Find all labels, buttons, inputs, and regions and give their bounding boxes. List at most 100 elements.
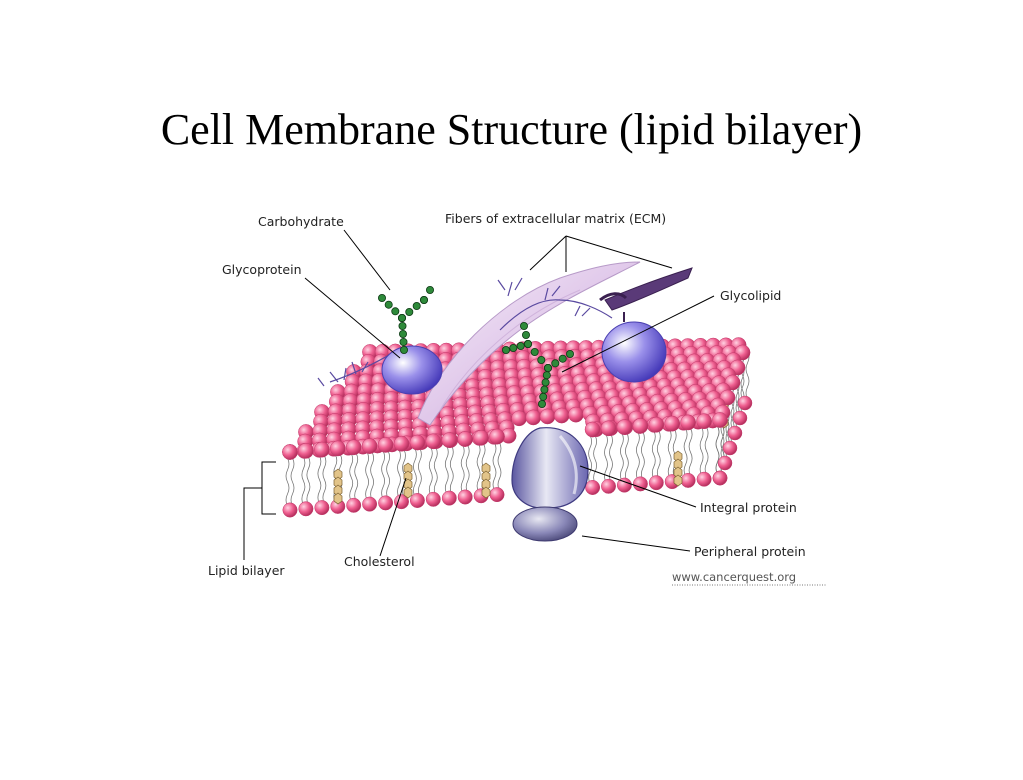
carbohydrate-bead [539,392,548,401]
phospholipid-head [600,420,617,437]
leader-lines [304,229,715,557]
lipid-tail [683,428,688,477]
lipid-tail [704,427,709,476]
cholesterol-molecule [403,462,413,499]
phospholipid-head [680,414,696,431]
phospholipid-head [616,419,633,435]
lipid-tail [651,430,656,479]
cholesterol-ring [403,486,413,499]
phospholipid-head [393,435,410,452]
phospholipid-head [664,415,681,432]
cholesterol-ring [333,468,343,481]
carbohydrate-bead [405,307,414,316]
lipid-tail [667,429,672,478]
label-lipid-bilayer: Lipid bilayer [208,563,285,578]
peripheral-protein [512,506,578,542]
lipid-tail [656,430,661,479]
carbohydrate-bead [558,354,567,363]
phospholipid-head [457,431,474,447]
lipid-tail [604,434,608,483]
phospholipid-head [394,494,409,510]
phospholipid-head [441,490,457,506]
phospholipid-head [473,429,489,446]
phospholipid-head [362,496,378,512]
lipid-tail [418,448,422,497]
cholesterol-molecule [673,450,683,487]
phospholipid-head [712,412,728,428]
cholesterol-ring [403,478,413,491]
cholesterol-molecule [481,462,491,499]
cholesterol-ring [403,462,413,475]
phospholipid-head [378,495,394,511]
phospholipid-head [722,440,738,456]
cholesterol-ring [673,474,683,487]
phospholipid-heads-lower [282,395,753,518]
phospholipid-head [489,487,505,503]
phospholipid-head [361,438,378,454]
lipid-tail [433,447,438,496]
carbohydrate-bead [542,371,551,380]
phospholipid-head [441,432,458,448]
carbohydrate-bead [541,378,550,387]
carbohydrate-chains [377,285,575,408]
lipid-tail [365,451,369,501]
phospholipid-head [511,410,527,427]
cholesterol-molecule [333,468,343,505]
lipid-tail [688,428,693,477]
lipid-tail [428,447,433,496]
lipid-tail [492,442,497,491]
carbohydrate-bead [509,343,518,352]
label-peripheral-protein: Peripheral protein [694,544,806,559]
phospholipid-head [457,489,473,505]
carbohydrate-bead [566,349,575,358]
lipid-tail [620,432,624,482]
lipid-tail [444,445,449,495]
label-glycolipid: Glycolipid [720,288,781,303]
phospholipid-head [409,493,425,508]
lipid-tail [625,432,629,482]
lipid-tail [349,453,354,502]
phospholipid-head [632,476,648,492]
label-integral-protein: Integral protein [700,500,797,515]
integral-protein [511,427,589,509]
phospholipid-head [732,410,748,426]
phospholipid-head [314,500,330,516]
lipid-tail [745,350,750,400]
phospholipid-head [298,501,314,517]
carbohydrate-bead [537,355,546,364]
lipid-tail [497,442,502,491]
phospholipid-head [425,491,441,507]
phospholipid-head [377,437,394,453]
cholesterol-ring [333,476,343,489]
lipid-tail [699,427,704,476]
cholesterol-ring [673,466,683,479]
carbohydrate-bead [398,329,407,338]
carbohydrate-bead [398,321,407,330]
lipid-tail [354,453,359,502]
phospholipid-head [696,413,712,430]
carbohydrate-bead [516,341,525,350]
phospholipid-head [737,395,753,411]
lipid-tail [636,431,640,481]
phospholipid-head [346,497,362,513]
cholesterol-ring [481,462,491,475]
phospholipid-head [648,416,665,433]
phospholipid-head [282,444,298,460]
phospholipid-head [282,502,298,518]
carbohydrate-bead [522,330,531,339]
phospholipid-head [525,409,542,426]
phospholipid-head [489,428,505,445]
carbohydrate-bead [520,321,529,330]
phospholipid-head [648,475,664,491]
label-glycoprotein: Glycoprotein [222,262,302,277]
phospholipid-head [539,408,556,425]
lipid-tail [641,431,645,481]
lipid-tail [588,435,592,484]
phospholipid-head [329,440,346,457]
phospholipid-head [727,425,743,441]
carbohydrate-bead [377,293,386,302]
carbohydrate-bead [551,359,560,368]
lipid-bilayer-bracket [243,461,276,560]
phospholipid-head [717,455,733,471]
